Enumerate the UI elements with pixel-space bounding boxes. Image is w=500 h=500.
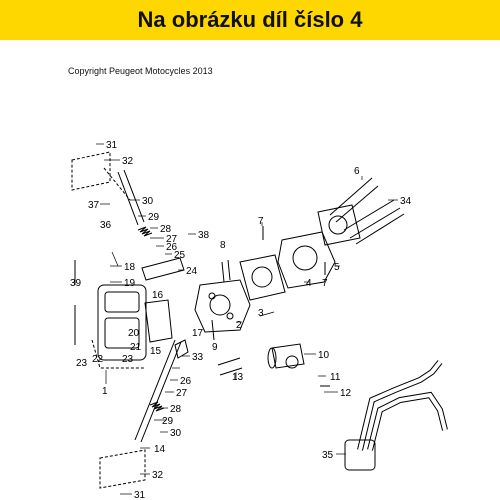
callout-26: 26 (166, 242, 178, 253)
callout-33: 33 (192, 352, 204, 363)
callout-10: 10 (318, 350, 330, 361)
copyright-notice: Copyright Peugeot Motocycles 2013 (68, 66, 213, 76)
cover-gasket (144, 299, 173, 343)
title-banner: Na obrázku díl číslo 4 (0, 0, 500, 40)
callout-32: 32 (122, 156, 134, 167)
callout-39: 39 (70, 278, 82, 289)
callout-23b: 23 (122, 354, 134, 365)
callout-31b: 31 (134, 490, 146, 500)
callout-36: 36 (100, 220, 112, 231)
cylinder-head (194, 279, 251, 333)
callout-7: 7 (258, 216, 264, 227)
callout-15: 15 (150, 346, 162, 357)
callout-19: 19 (124, 278, 136, 289)
callout-12: 12 (340, 388, 352, 399)
callout-5: 5 (334, 262, 340, 273)
callout-22: 22 (92, 354, 104, 365)
callout-26b: 26 (180, 376, 192, 387)
rocker-box-bottom (99, 449, 146, 489)
callout-16: 16 (152, 290, 164, 301)
callout-2: 2 (236, 320, 242, 331)
callout-8: 8 (220, 240, 226, 251)
callout-4: 4 (306, 278, 312, 289)
callout-6: 6 (354, 166, 360, 177)
callout-24: 24 (186, 266, 198, 277)
callout-14: 14 (154, 444, 166, 455)
callout-38: 38 (198, 230, 210, 241)
callout-37: 37 (88, 200, 100, 211)
callout-32b: 32 (152, 470, 164, 481)
callout-23: 23 (76, 358, 88, 369)
callout-27b: 27 (176, 388, 188, 399)
callout-11: 11 (330, 372, 341, 383)
rocker-box-top (71, 151, 111, 191)
rocker-arm (141, 257, 185, 281)
callout-27: 27 (166, 234, 178, 245)
callout-30b: 30 (170, 428, 182, 439)
head-gasket (239, 254, 286, 301)
callout-3: 3 (258, 308, 264, 319)
callout-9: 9 (212, 342, 218, 353)
callout-17: 17 (192, 328, 204, 339)
callout-29b: 29 (162, 416, 174, 427)
callout-29: 29 (148, 212, 160, 223)
callout-1: 1 (102, 386, 108, 397)
camshaft (271, 343, 305, 369)
callout-28: 28 (160, 224, 172, 235)
callout-28b: 28 (170, 404, 182, 415)
base-gasket (317, 204, 361, 246)
callout-35: 35 (322, 450, 334, 461)
callout-7b: 7 (322, 278, 328, 289)
callout-20: 20 (128, 328, 140, 339)
muffler-body (344, 439, 376, 471)
callout-18: 18 (124, 262, 136, 273)
callout-13: 13 (232, 372, 244, 383)
callout-25: 25 (174, 250, 186, 261)
banner-title: Na obrázku díl číslo 4 (137, 7, 363, 32)
callout-34: 34 (400, 196, 412, 207)
callout-31: 31 (106, 140, 118, 151)
callout-30: 30 (142, 196, 154, 207)
valve-cover (97, 284, 147, 361)
callout-21: 21 (130, 342, 142, 353)
